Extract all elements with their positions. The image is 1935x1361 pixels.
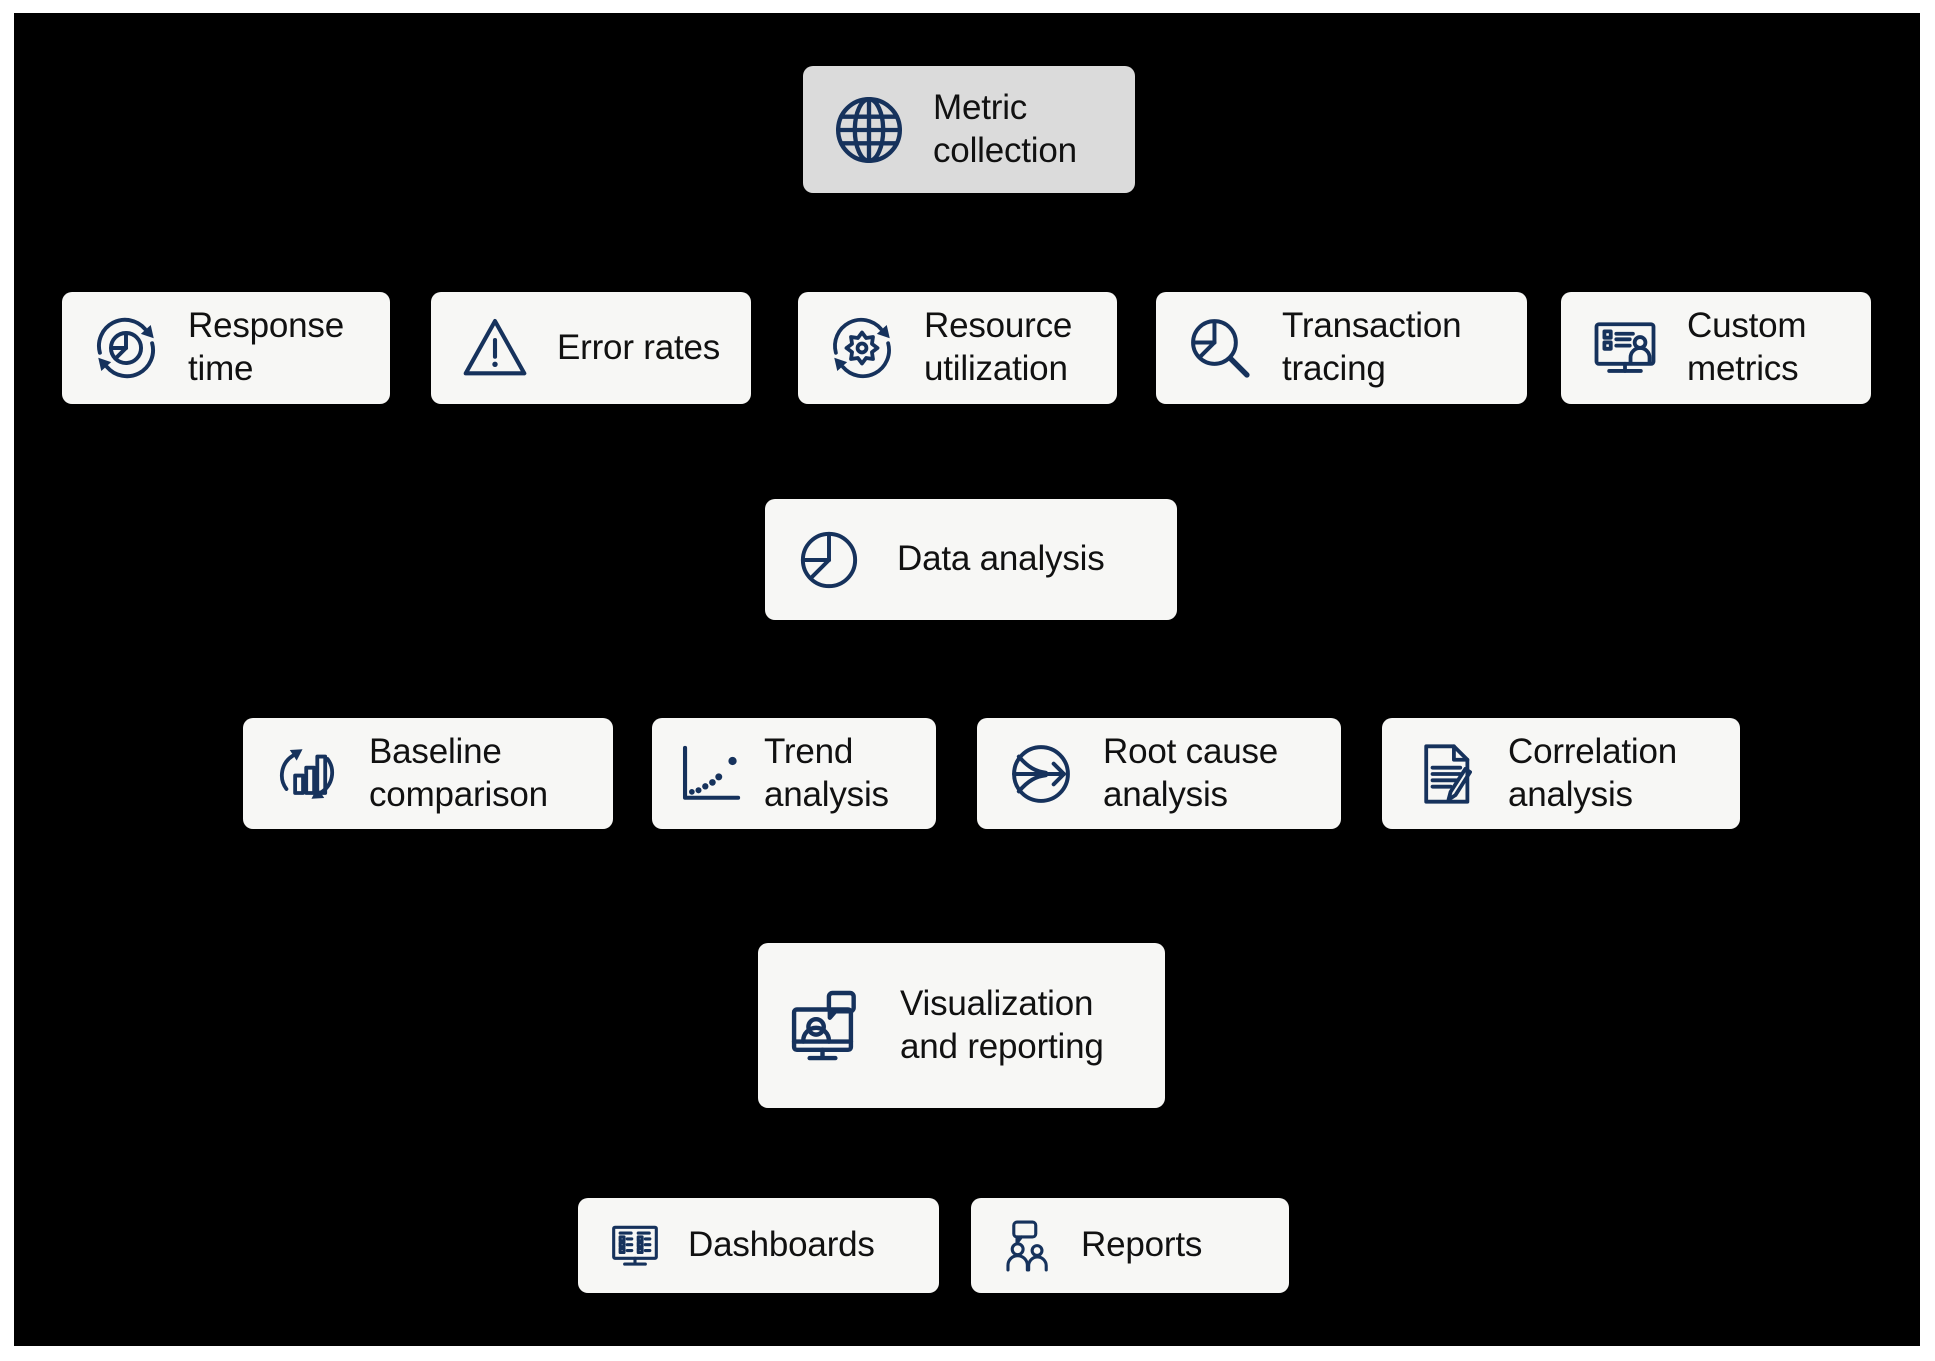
node-data-analysis: Data analysis: [765, 499, 1177, 620]
globe-icon: [829, 90, 909, 170]
people-speech-bubble-icon: [997, 1215, 1059, 1277]
scatter-trend-icon: [670, 736, 746, 812]
node-error-rates: Error rates: [431, 292, 751, 404]
node-response-time: Response time: [62, 292, 390, 404]
node-correlation-analysis: Correlation analysis: [1382, 718, 1740, 829]
pie-chart-icon: [791, 522, 867, 598]
node-label: Custom metrics: [1687, 306, 1807, 388]
node-metric-collection: Metric collection: [803, 66, 1135, 193]
node-root-cause-analysis: Root cause analysis: [977, 718, 1341, 829]
node-label: Correlation analysis: [1508, 731, 1677, 814]
sync-gear-icon: [824, 310, 900, 386]
node-resource-utilization: Resource utilization: [798, 292, 1117, 404]
node-trend-analysis: Trend analysis: [652, 718, 936, 829]
node-label: Resource utilization: [924, 306, 1073, 388]
node-label: Metric collection: [933, 87, 1077, 170]
node-label: Reports: [1081, 1225, 1203, 1265]
monitor-list-person-icon: [1587, 310, 1663, 386]
magnifier-pie-icon: [1182, 310, 1258, 386]
node-label: Root cause analysis: [1103, 731, 1279, 814]
node-label: Transaction tracing: [1282, 306, 1462, 388]
monitor-person-chat-icon: [784, 982, 872, 1070]
node-dashboards: Dashboards: [578, 1198, 939, 1293]
node-label: Error rates: [557, 327, 721, 367]
node-custom-metrics: Custom metrics: [1561, 292, 1871, 404]
node-label: Data analysis: [897, 539, 1105, 579]
node-label: Trend analysis: [764, 731, 889, 814]
node-reports: Reports: [971, 1198, 1289, 1293]
document-pencil-icon: [1408, 736, 1484, 812]
dashboard-monitor-icon: [604, 1215, 666, 1277]
merge-arrows-circle-icon: [1003, 736, 1079, 812]
bar-chart-cycle-icon: [269, 736, 345, 812]
node-label: Visualization and reporting: [900, 983, 1104, 1066]
node-label: Response time: [188, 306, 345, 388]
node-visualization-and-reporting: Visualization and reporting: [758, 943, 1165, 1108]
node-label: Dashboards: [688, 1225, 875, 1265]
node-transaction-tracing: Transaction tracing: [1156, 292, 1527, 404]
node-label: Baseline comparison: [369, 731, 548, 814]
sync-pie-icon: [88, 310, 164, 386]
warning-triangle-icon: [457, 310, 533, 386]
diagram-background: [14, 13, 1920, 1346]
node-baseline-comparison: Baseline comparison: [243, 718, 613, 829]
